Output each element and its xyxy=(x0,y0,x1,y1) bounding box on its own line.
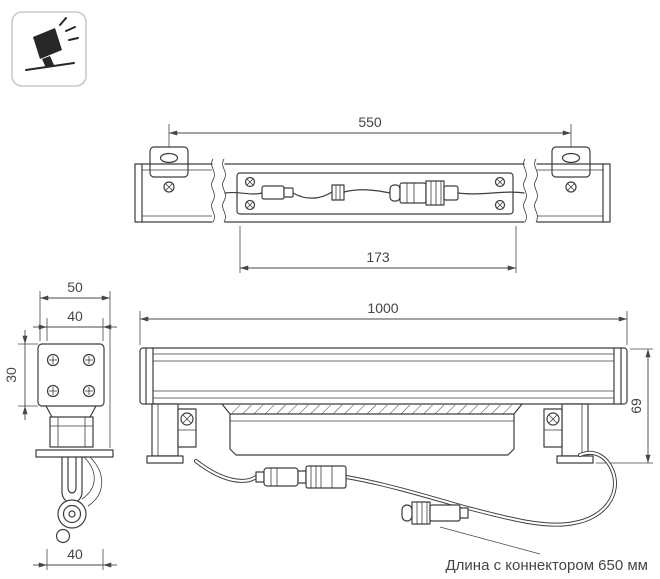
dim-1000-label: 1000 xyxy=(367,300,398,316)
plate-screws xyxy=(46,353,96,398)
dim-1000: 1000 xyxy=(139,300,628,345)
small-connector xyxy=(261,185,285,200)
dim-50-label: 50 xyxy=(67,279,83,295)
driver-housing xyxy=(221,403,523,456)
free-connector xyxy=(401,501,469,525)
dim-40-top-label: 40 xyxy=(67,308,83,324)
mounting-ear-left xyxy=(149,146,189,178)
round-connector xyxy=(389,180,459,206)
body-left-segment xyxy=(134,163,213,223)
connector-face xyxy=(57,499,87,529)
window-screws xyxy=(244,176,506,211)
front-view: 1000 xyxy=(139,300,653,555)
connector-length-note: Длина с коннектором 650 мм xyxy=(446,557,649,574)
dim-550-label: 550 xyxy=(358,114,382,130)
dim-69-label: 69 xyxy=(628,398,644,414)
dim-69: 69 xyxy=(596,348,653,464)
internal-cable xyxy=(224,180,525,206)
body-center-segment xyxy=(224,163,525,223)
dim-40-top: 40 xyxy=(33,308,117,341)
cables xyxy=(194,450,617,527)
dim-50: 50 xyxy=(39,279,111,448)
wall-washer-spotlight-icon xyxy=(11,11,87,87)
body-right-segment xyxy=(536,163,611,223)
bracket-plate xyxy=(37,343,105,407)
dim-173: 173 xyxy=(239,226,517,273)
front-bracket-left xyxy=(146,403,197,464)
dim-173-label: 173 xyxy=(366,249,390,265)
mounting-foot xyxy=(35,449,114,458)
break-lines xyxy=(211,158,538,223)
end-clamp-body xyxy=(35,405,114,458)
dim-30-label: 30 xyxy=(3,367,19,383)
cable-gland xyxy=(331,184,345,201)
dim-40-bottom: 40 xyxy=(33,546,117,570)
dim-550: 550 xyxy=(168,114,572,150)
mounting-ear-right xyxy=(551,146,591,178)
note-leader-line xyxy=(439,526,541,555)
dim-30: 30 xyxy=(3,330,38,420)
connector-pair xyxy=(255,465,347,489)
dim-40-bottom-label: 40 xyxy=(67,546,83,562)
end-cable-loop xyxy=(55,456,103,544)
end-view: 50 40 xyxy=(3,279,117,570)
top-view: 550 xyxy=(134,114,611,273)
luminaire-bar xyxy=(139,347,628,405)
front-bracket-right xyxy=(543,403,594,464)
